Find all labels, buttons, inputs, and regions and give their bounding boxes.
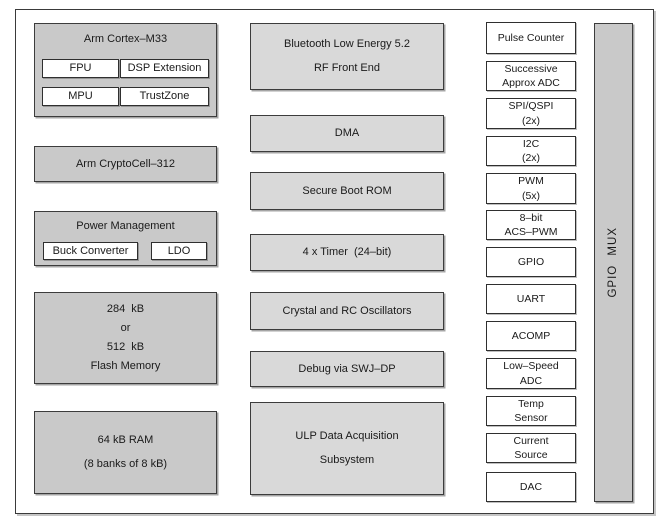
block-fpu: FPU [42, 59, 119, 78]
power-row: Buck Converter LDO [43, 242, 207, 260]
block-mpu: MPU [42, 87, 119, 106]
flash-line-2: or [120, 322, 131, 334]
acs-pwm-line-1: 8–bit [519, 211, 543, 224]
low-speed-adc-line-2: ADC [519, 374, 543, 387]
power-management-title: Power Management [76, 220, 175, 232]
pwm-line-1: PWM [518, 175, 544, 188]
ldo-label: LDO [167, 244, 191, 257]
block-arm-cortex-m33: Arm Cortex–M33 FPU DSP Extension MPU Tru… [34, 23, 217, 117]
trustzone-label: TrustZone [139, 90, 190, 102]
i2c-line-1: I2C [522, 137, 540, 150]
block-current-source: Current Source [486, 433, 576, 463]
block-ldo: LDO [151, 242, 207, 260]
dma-label: DMA [334, 127, 360, 139]
block-i2c: I2C (2x) [486, 136, 576, 166]
low-speed-adc-line-1: Low–Speed [503, 360, 559, 373]
block-pwm: PWM (5x) [486, 173, 576, 204]
block-dma: DMA [250, 115, 444, 152]
block-secure-boot-rom: Secure Boot ROM [250, 172, 444, 210]
dsp-extension-label: DSP Extension [127, 62, 202, 74]
debug-swj-dp-label: Debug via SWJ–DP [298, 362, 396, 375]
ram-line-2: (8 banks of 8 kB) [83, 458, 168, 470]
ulp-line-1: ULP Data Acquisition [295, 430, 399, 442]
block-debug-swj-dp: Debug via SWJ–DP [250, 351, 444, 387]
timer-label: 4 x Timer (24–bit) [302, 246, 392, 258]
block-dsp-extension: DSP Extension [120, 59, 209, 78]
bluetooth-line-2: RF Front End [313, 62, 381, 74]
block-pulse-counter: Pulse Counter [486, 22, 576, 54]
block-uart: UART [486, 284, 576, 314]
temp-sensor-line-1: Temp [518, 397, 544, 410]
spi-qspi-line-1: SPI/QSPI [508, 100, 554, 113]
gpio-label: GPIO [517, 255, 545, 268]
block-gpio: GPIO [486, 247, 576, 277]
flash-line-4: Flash Memory [90, 360, 161, 372]
temp-sensor-line-2: Sensor [514, 412, 548, 424]
secure-boot-rom-label: Secure Boot ROM [302, 184, 392, 197]
pulse-counter-label: Pulse Counter [497, 31, 565, 44]
block-low-speed-adc: Low–Speed ADC [486, 358, 576, 389]
sar-adc-line-2: Approx ADC [502, 77, 560, 89]
ulp-line-2: Subsystem [319, 454, 375, 466]
buck-converter-label: Buck Converter [52, 244, 129, 257]
block-arm-cryptocell: Arm CryptoCell–312 [34, 146, 217, 182]
pwm-line-2: (5x) [521, 189, 541, 202]
block-spi-qspi: SPI/QSPI (2x) [486, 98, 576, 129]
spi-qspi-line-2: (2x) [521, 114, 541, 127]
fpu-label: FPU [69, 62, 92, 74]
block-ulp-subsystem: ULP Data Acquisition Subsystem [250, 402, 444, 495]
cortex-row-1: FPU DSP Extension [42, 59, 209, 78]
block-ram: 64 kB RAM (8 banks of 8 kB) [34, 411, 217, 494]
cortex-row-2: MPU TrustZone [42, 87, 209, 106]
block-bluetooth-rf: Bluetooth Low Energy 5.2 RF Front End [250, 23, 444, 90]
mpu-label: MPU [68, 90, 93, 102]
block-buck-converter: Buck Converter [43, 242, 138, 260]
current-source-line-1: Current [513, 434, 549, 447]
dac-label: DAC [519, 480, 543, 493]
flash-line-3: 512 kB [106, 341, 145, 353]
uart-label: UART [516, 292, 546, 305]
gpio-mux-label: GPIO MUX [606, 227, 619, 298]
current-source-line-2: Source [514, 449, 548, 461]
block-sar-adc: Successive Approx ADC [486, 61, 576, 91]
ram-line-1: 64 kB RAM [97, 434, 154, 446]
oscillators-label: Crystal and RC Oscillators [282, 304, 412, 317]
bluetooth-line-1: Bluetooth Low Energy 5.2 [284, 38, 410, 50]
flash-line-1: 284 kB [106, 303, 145, 315]
block-oscillators: Crystal and RC Oscillators [250, 292, 444, 330]
block-trustzone: TrustZone [120, 87, 209, 106]
cortex-title: Arm Cortex–M33 [83, 33, 168, 45]
block-power-management: Power Management Buck Converter LDO [34, 211, 217, 266]
i2c-line-2: (2x) [521, 152, 541, 164]
cryptocell-label: Arm CryptoCell–312 [75, 157, 176, 170]
acomp-label: ACOMP [511, 329, 551, 342]
block-acs-pwm: 8–bit ACS–PWM [486, 210, 576, 240]
acs-pwm-line-2: ACS–PWM [504, 226, 558, 238]
block-temp-sensor: Temp Sensor [486, 396, 576, 426]
block-dac: DAC [486, 472, 576, 502]
sar-adc-line-1: Successive [504, 62, 558, 75]
block-timer: 4 x Timer (24–bit) [250, 234, 444, 271]
block-acomp: ACOMP [486, 321, 576, 351]
diagram-frame: Arm Cortex–M33 FPU DSP Extension MPU Tru… [15, 9, 654, 514]
block-flash-memory: 284 kB or 512 kB Flash Memory [34, 292, 217, 384]
block-gpio-mux: GPIO MUX [594, 23, 633, 502]
